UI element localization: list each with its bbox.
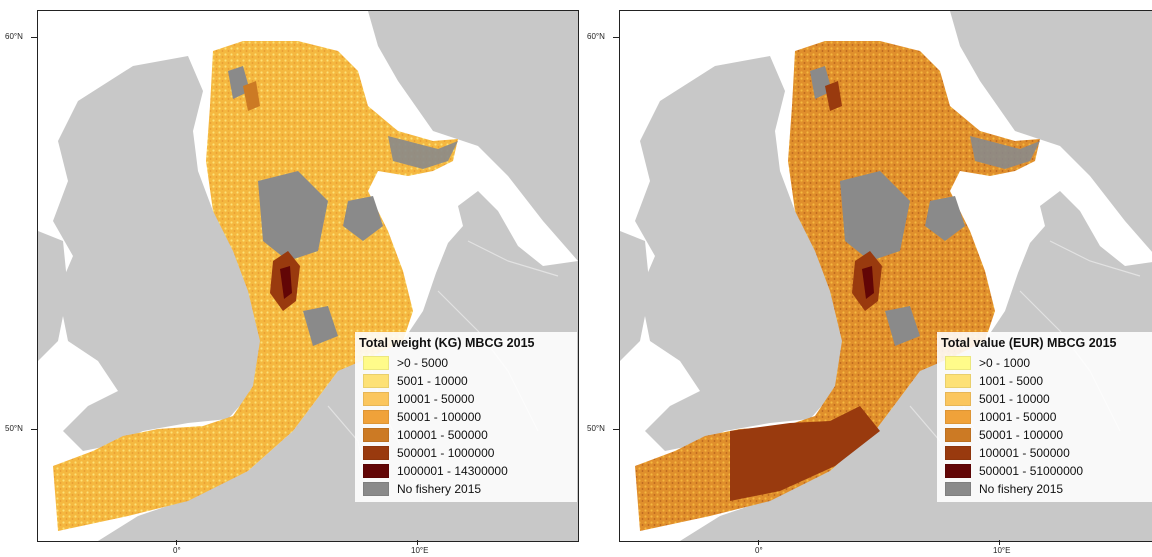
hotspot-dogger-core (280, 266, 292, 299)
legend-swatch (363, 464, 389, 478)
legend-item: 50001 - 100000 (359, 408, 571, 426)
legend-swatch (363, 374, 389, 388)
legend-swatch (945, 464, 971, 478)
legend-title: Total value (EUR) MBCG 2015 (941, 336, 1117, 350)
land-britain (53, 56, 263, 451)
legend-item: No fishery 2015 (359, 480, 571, 498)
no-fishery-skagerrak (388, 136, 458, 169)
lat-label-50n-left: 50°N (5, 424, 23, 433)
map-panel-value (619, 10, 1152, 542)
fishing-area (53, 41, 458, 531)
legend-swatch (945, 482, 971, 496)
legend-item: 5001 - 10000 (359, 372, 571, 390)
legend-label: No fishery 2015 (979, 482, 1064, 496)
legend-swatch (363, 356, 389, 370)
fishing-area (635, 41, 1040, 531)
tick (417, 540, 418, 545)
legend-swatch (363, 446, 389, 460)
legend-weight: Total weight (KG) MBCG 2015 >0 - 5000 500… (355, 332, 577, 502)
legend-label: 5001 - 10000 (397, 374, 468, 388)
tick (758, 540, 759, 545)
legend-label: No fishery 2015 (397, 482, 482, 496)
lon-label-0-right: 0° (755, 546, 763, 555)
legend-item: 10001 - 50000 (941, 408, 1152, 426)
legend-item: 10001 - 50000 (359, 390, 571, 408)
legend-label: 10001 - 50000 (979, 410, 1057, 424)
legend-items: >0 - 5000 5001 - 10000 10001 - 50000 50001 … (359, 354, 571, 498)
lon-label-10e-right: 10°E (993, 546, 1011, 555)
hotspot-dogger-core (862, 266, 874, 299)
legend-item: 1000001 - 14300000 (359, 462, 571, 480)
legend-item: >0 - 1000 (941, 354, 1152, 372)
legend-swatch (363, 392, 389, 406)
land-norway (368, 11, 578, 261)
legend-label: 10001 - 50000 (397, 392, 475, 406)
legend-label: 100001 - 500000 (979, 446, 1070, 460)
legend-label: 50001 - 100000 (979, 428, 1064, 442)
legend-swatch (945, 374, 971, 388)
legend-label: 50001 - 100000 (397, 410, 482, 424)
legend-swatch (945, 392, 971, 406)
legend-item: 100001 - 500000 (359, 426, 571, 444)
no-fishery-patches (810, 66, 965, 346)
land-ireland (620, 231, 650, 361)
tick (613, 37, 619, 38)
legend-item: 1001 - 5000 (941, 372, 1152, 390)
lon-label-10e-left: 10°E (411, 546, 429, 555)
legend-item: 500001 - 1000000 (359, 444, 571, 462)
legend-swatch (945, 410, 971, 424)
tick (613, 429, 619, 430)
legend-label: >0 - 1000 (979, 356, 1031, 370)
land-norway (950, 11, 1152, 252)
lat-label-60n-right: 60°N (587, 32, 605, 41)
legend-label: 1001 - 5000 (979, 374, 1044, 388)
no-fishery-skagerrak (970, 136, 1040, 169)
legend-value: Total value (EUR) MBCG 2015 >0 - 1000 100… (937, 332, 1152, 502)
legend-title: Total weight (KG) MBCG 2015 (359, 336, 535, 350)
tick (999, 540, 1000, 545)
lon-label-0-left: 0° (173, 546, 181, 555)
legend-item: No fishery 2015 (941, 480, 1152, 498)
legend-item: 500001 - 51000000 (941, 462, 1152, 480)
legend-item: 5001 - 10000 (941, 390, 1152, 408)
lat-label-60n-left: 60°N (5, 32, 23, 41)
lat-label-50n-right: 50°N (587, 424, 605, 433)
legend-item: 50001 - 100000 (941, 426, 1152, 444)
legend-label: 500001 - 51000000 (979, 464, 1084, 478)
legend-item: 100001 - 500000 (941, 444, 1152, 462)
hotspot-channel (730, 406, 880, 501)
legend-swatch (363, 482, 389, 496)
hotspot-north (243, 81, 260, 111)
land-britain (635, 56, 845, 451)
tick (31, 37, 37, 38)
legend-label: 500001 - 1000000 (397, 446, 495, 460)
legend-swatch (363, 410, 389, 424)
hotspot-north (825, 81, 842, 111)
land-ireland (38, 231, 68, 361)
no-fishery-patches (228, 66, 383, 346)
legend-item: >0 - 5000 (359, 354, 571, 372)
legend-swatch (945, 446, 971, 460)
legend-label: >0 - 5000 (397, 356, 449, 370)
legend-items: >0 - 1000 1001 - 5000 5001 - 10000 10001 - … (941, 354, 1152, 498)
legend-label: 100001 - 500000 (397, 428, 488, 442)
legend-swatch (363, 428, 389, 442)
legend-swatch (945, 428, 971, 442)
legend-label: 5001 - 10000 (979, 392, 1050, 406)
tick (176, 540, 177, 545)
legend-label: 1000001 - 14300000 (397, 464, 508, 478)
tick (31, 429, 37, 430)
legend-swatch (945, 356, 971, 370)
